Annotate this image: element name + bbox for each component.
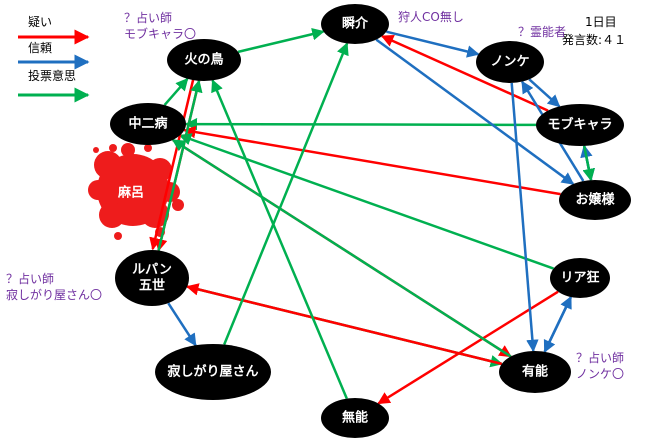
node-shunsuke-shape (321, 4, 389, 44)
legend-label-trust: 信頼 (28, 41, 52, 55)
node-lupin-shape (115, 250, 189, 306)
edge-vote-munou-to-hinotori (211, 79, 348, 400)
node-lupin-label: 五世 (139, 278, 165, 294)
annotation-nonke: ？霊能者 (518, 25, 566, 39)
legend-label-suspect: 疑い (28, 14, 52, 29)
node-sabishigari: 寂しがり屋さん (155, 344, 271, 400)
edge-trust-shunsuke-to-ojousama (375, 38, 575, 186)
node-sabishigari-label: 寂しがり屋さん (167, 364, 258, 380)
edge-vote-hinotori-to-shunsuke (237, 28, 325, 54)
node-ojousama-shape (559, 180, 631, 220)
edge-vote-lupin-to-hinotori (157, 79, 203, 251)
edge-vote-chuunibyou-to-hinotori (163, 77, 189, 106)
node-ojousama: お嬢様 (559, 180, 631, 220)
node-mobukyara-label: モブキャラ (547, 117, 612, 133)
edge-vote-mobukyara-to-ojousama (582, 145, 595, 182)
annotation-yuunou: ？占い師 (576, 350, 624, 365)
annotation-yuunou: ノンケ〇 (576, 367, 624, 381)
edge-trust-nonke-to-mobukyara (528, 78, 561, 108)
legend-item-trust: 信頼 (18, 41, 90, 70)
edge-vote-yuunou-to-chuunibyou (171, 138, 512, 358)
node-hinotori-shape (167, 39, 241, 81)
annotation-lupin: 寂しがり屋さん〇 (6, 287, 102, 302)
post-count: 発言数:４１ (562, 32, 626, 47)
node-maro: 麻呂 (117, 185, 144, 201)
annotation-lupin: ？占い師 (6, 271, 54, 286)
node-yuunou-label: 有能 (522, 364, 548, 380)
node-nonke: ノンケ (476, 41, 544, 83)
node-hinotori-label: 火の鳥 (184, 52, 223, 68)
edge-trust-lupin-to-sabishigari (167, 302, 197, 347)
edge-trust-riakyou-to-yuunou (543, 296, 573, 353)
edge-suspect-mobukyara-to-shunsuke (380, 34, 549, 112)
node-chuunibyou-label: 中二病 (128, 116, 167, 132)
edge-trust-nonke-to-yuunou (510, 82, 539, 353)
edge-trust-shunsuke-to-nonke (386, 30, 480, 58)
legend-item-suspect: 疑い (18, 14, 90, 45)
edge-vote-mobukyara-to-chuunibyou (184, 117, 537, 131)
node-munou: 無能 (321, 398, 389, 438)
annotation-shunsuke: 狩人CO無し (398, 9, 464, 24)
edge-suspect-yuunou-to-lupin (185, 283, 503, 366)
edges-layer (149, 28, 595, 405)
node-chuunibyou: 中二病 (110, 103, 186, 145)
legend-label-vote: 投票意思 (28, 68, 76, 83)
node-riakyou-label: リア狂 (560, 270, 599, 286)
node-shunsuke-label: 瞬介 (342, 16, 369, 32)
edge-vote-sabishigari-to-shunsuke (223, 42, 349, 346)
node-nonke-label: ノンケ (490, 55, 529, 70)
legend: 疑い 信頼 投票意思 (18, 14, 90, 103)
annotation-hinotori: モブキャラ〇 (124, 26, 196, 41)
edge-suspect-hinotori-to-lupin (149, 79, 195, 251)
legend-item-vote: 投票意思 (18, 68, 90, 103)
node-munou-shape (321, 398, 389, 438)
edge-suspect-riakyou-to-munou (377, 290, 559, 405)
node-mobukyara: モブキャラ (536, 104, 624, 146)
node-hinotori: 火の鳥 (167, 39, 241, 81)
day-label: 1日目 (585, 15, 617, 29)
node-nonke-shape (476, 41, 544, 83)
node-munou-label: 無能 (342, 410, 368, 426)
node-ojousama-label: お嬢様 (575, 192, 615, 208)
node-sabishigari-shape (155, 344, 271, 400)
node-riakyou: リア狂 (550, 258, 610, 298)
node-riakyou-shape (550, 258, 610, 298)
node-yuunou: 有能 (499, 351, 571, 393)
node-yuunou-shape (499, 351, 571, 393)
node-lupin-label: ルパン (132, 263, 172, 278)
node-chuunibyou-shape (110, 103, 186, 145)
edge-vote-riakyou-to-chuunibyou (178, 133, 554, 270)
node-shunsuke: 瞬介 (321, 4, 389, 44)
edge-suspect-ojousama-to-chuunibyou (183, 125, 561, 196)
node-mobukyara-shape (536, 104, 624, 146)
annotation-hinotori: ？占い師 (124, 10, 172, 25)
blood-splatter (88, 143, 184, 240)
node-maro-label: 麻呂 (117, 185, 144, 201)
